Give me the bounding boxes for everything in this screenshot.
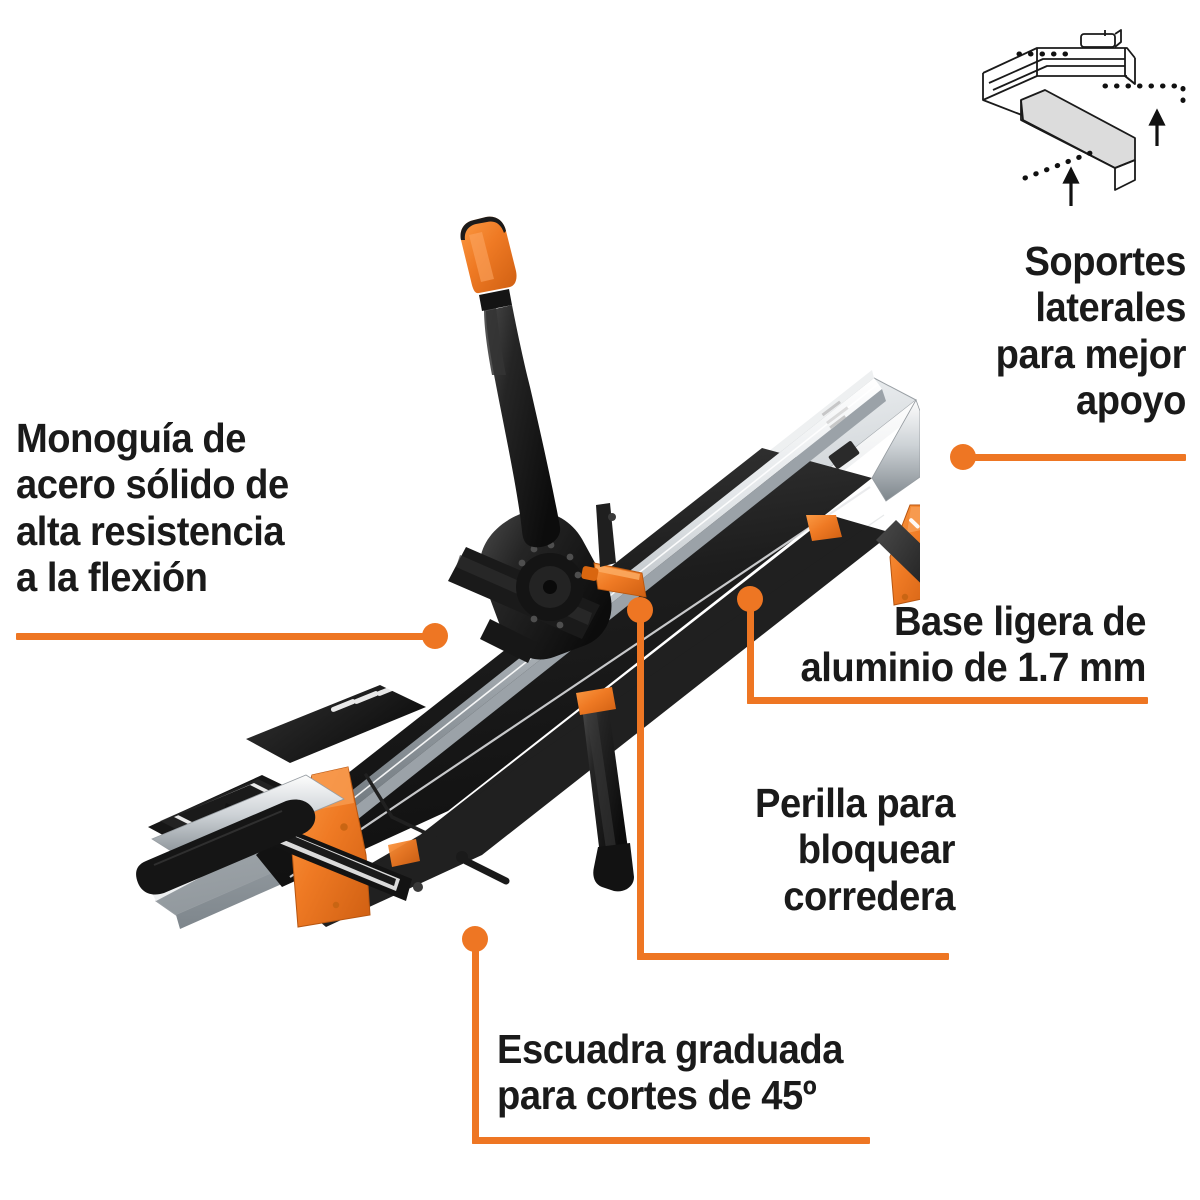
- orange-clip-near: [388, 839, 420, 867]
- leader-dot-soportes: [950, 444, 976, 470]
- support-leg-center: [576, 687, 634, 892]
- product-marking: [821, 400, 849, 430]
- leader-line-escuadra-horizontal: [472, 1137, 870, 1144]
- callout-label-soportes-laterales: Soportes laterales para mejor apoyo: [995, 238, 1187, 423]
- leader-line-base-vertical: [747, 596, 754, 704]
- callout-label-monoguia: Monoguía de acero sólido de alta resiste…: [16, 415, 289, 600]
- leader-line-base-horizontal: [747, 697, 1148, 704]
- leader-line-escuadra-vertical: [472, 936, 479, 1144]
- leader-dot-perilla: [627, 597, 653, 623]
- callout-label-perilla-corredera: Perilla para bloquear corredera: [754, 780, 955, 919]
- leader-line-soportes: [962, 454, 1186, 461]
- tension-wire: [364, 773, 510, 885]
- callout-label-escuadra-45: Escuadra graduada para cortes de 45º: [497, 1026, 843, 1119]
- graduated-square: [136, 683, 426, 901]
- lateral-support-inset-diagram: [982, 29, 1186, 206]
- cutting-head-assembly: [448, 511, 612, 663]
- handle-lever: [460, 216, 616, 567]
- leader-line-monoguia: [16, 633, 436, 640]
- far-end-plate: [828, 399, 920, 502]
- leader-line-perilla-vertical: [637, 612, 644, 960]
- leader-dot-monoguia: [422, 623, 448, 649]
- leader-dot-base: [737, 586, 763, 612]
- locking-knob: [581, 562, 647, 598]
- callout-label-base-aluminio: Base ligera de aluminio de 1.7 mm: [800, 598, 1147, 691]
- leader-line-perilla-horizontal: [637, 953, 949, 960]
- leader-dot-escuadra: [462, 926, 488, 952]
- product-illustration: [136, 216, 920, 929]
- lateral-support-arm: [806, 515, 920, 583]
